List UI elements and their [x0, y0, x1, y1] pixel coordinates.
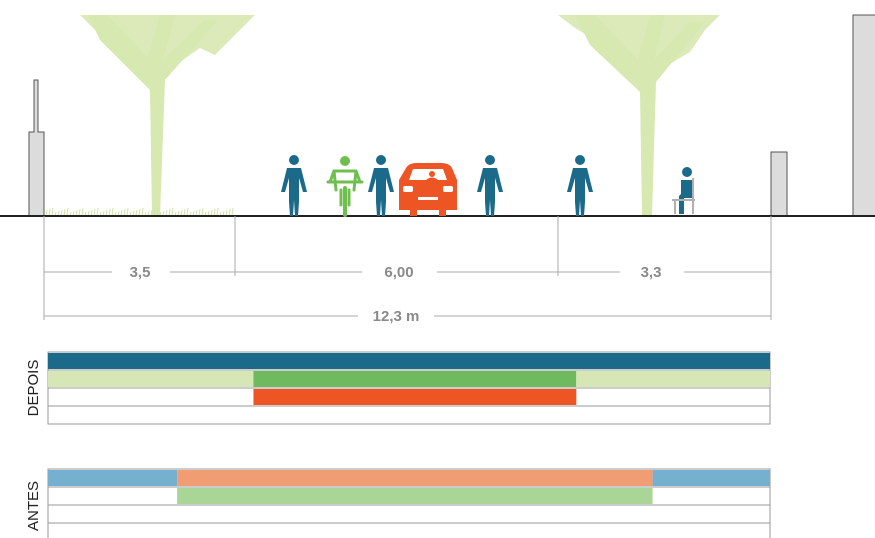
bar-segment-greenery-0	[177, 488, 653, 504]
dim-left-width: 3,5	[130, 264, 151, 281]
seated-person	[672, 167, 695, 214]
dim-total-width: 12,3 m	[373, 308, 420, 325]
pedestrian-2	[368, 155, 394, 216]
bar-segment-pedestrians-0	[48, 353, 770, 369]
bar-segment-pedestrians-0	[48, 470, 178, 486]
left-tree	[80, 15, 255, 216]
cyclist	[326, 156, 364, 217]
pedestrian-3	[477, 155, 503, 216]
bar-row-empty	[47, 504, 771, 524]
bar-segment-cars-0	[253, 389, 577, 405]
dim-center-width: 6,00	[384, 264, 413, 281]
dimension-lines	[43, 216, 772, 320]
before-bar-group	[47, 468, 771, 538]
bar-segment-pedestrians-2	[652, 470, 770, 486]
after-bar-group	[47, 351, 771, 425]
left-pole	[28, 79, 45, 217]
car	[399, 163, 457, 216]
before-label: ANTES	[25, 481, 42, 531]
bar-segment-greenery-0	[48, 371, 254, 387]
pedestrian-4	[567, 155, 593, 216]
bar-segment-greenery-2	[576, 371, 770, 387]
bar-row-empty2	[47, 522, 771, 538]
right-wall	[852, 14, 875, 217]
bar-row-empty	[47, 405, 771, 425]
pedestrian-1	[281, 155, 307, 216]
right-bollard	[770, 151, 788, 217]
dim-right-width: 3,3	[641, 264, 662, 281]
bar-segment-greenery-1	[253, 371, 577, 387]
after-label: DEPOIS	[25, 360, 42, 417]
bar-segment-pedestrians-1	[177, 470, 653, 486]
left-grass-strip	[45, 207, 234, 217]
right-tree	[558, 15, 720, 216]
